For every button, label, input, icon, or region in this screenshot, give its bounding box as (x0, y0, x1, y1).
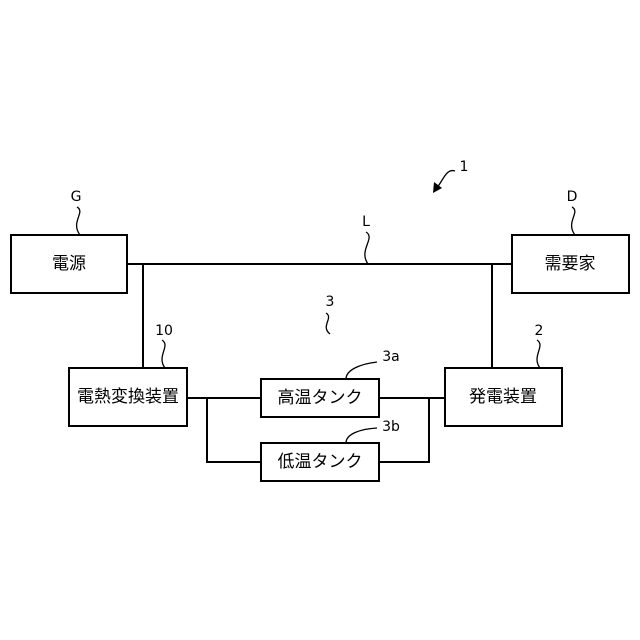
consumer-leader (572, 207, 575, 235)
consumer-block: 需要家 (512, 235, 629, 293)
consumer-ref: D (567, 189, 578, 205)
storage-ref: 3 (326, 294, 335, 310)
generator-label: 発電装置 (469, 387, 537, 407)
connections (127, 264, 512, 462)
consumer-label: 需要家 (545, 254, 596, 274)
high-temp-tank-leader (346, 362, 377, 379)
converter-block: 電熱変換装置 (69, 368, 187, 426)
generator-leader (537, 340, 540, 368)
low-temp-tank-ref: 3b (382, 419, 400, 435)
power-source-block: 電源 (11, 235, 127, 293)
storage-leader (326, 313, 330, 334)
power-line-ref: L (362, 214, 370, 230)
low-temp-tank-leader (346, 428, 377, 443)
power-source-label: 電源 (52, 254, 86, 274)
generator-ref: 2 (535, 323, 544, 339)
converter-ref: 10 (155, 323, 173, 339)
system-ref: 1 (460, 159, 469, 175)
system-arrowhead (433, 182, 442, 193)
converter-label: 電熱変換装置 (77, 387, 179, 407)
converter-to-low-tank-line (207, 398, 261, 462)
high-temp-tank-label: 高温タンク (278, 388, 363, 408)
low-temp-tank-block: 低温タンク (261, 443, 379, 481)
high-temp-tank-block: 高温タンク (261, 379, 379, 417)
power-line-leader (365, 232, 369, 264)
low-temp-tank-label: 低温タンク (278, 452, 363, 472)
power-source-ref: G (71, 189, 82, 205)
converter-leader (162, 340, 165, 368)
generator-block: 発電装置 (445, 368, 562, 426)
high-temp-tank-ref: 3a (382, 349, 400, 365)
power-source-leader (77, 207, 80, 235)
